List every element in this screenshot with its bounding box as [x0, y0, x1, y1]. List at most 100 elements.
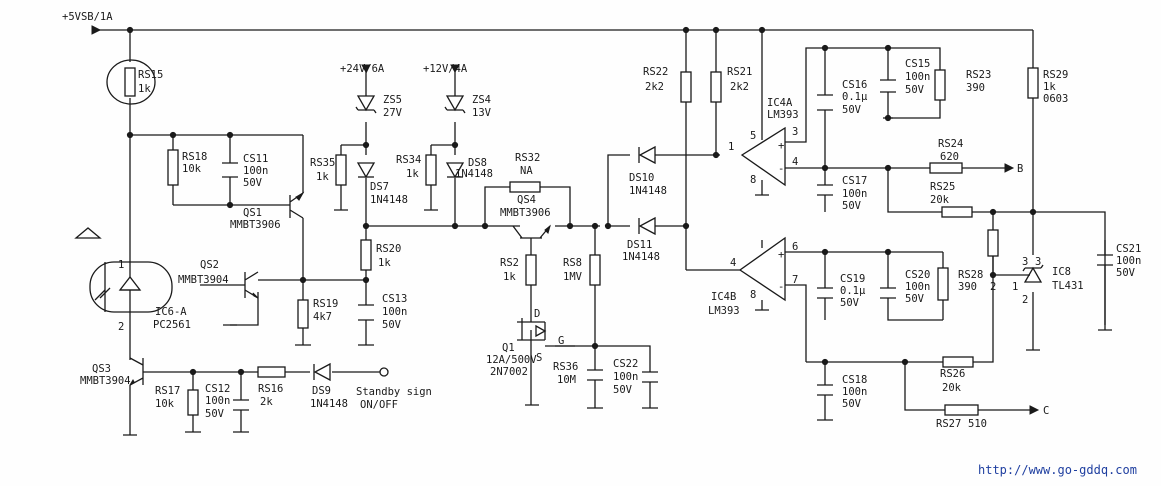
cs16-ref: CS16	[842, 79, 867, 91]
q1-drain-letter: D	[534, 308, 540, 320]
rs8-value: 1MV	[563, 271, 583, 283]
zs4-value: 13V	[472, 107, 492, 119]
cs16-value: 0.1μ	[842, 91, 868, 103]
qs3-ref: QS3	[92, 363, 111, 375]
rs28-ref: RS28	[958, 269, 983, 281]
standby-onoff-label: ON/OFF	[360, 399, 398, 411]
zs5-ref: ZS5	[383, 94, 402, 106]
pin-number: 6	[792, 241, 798, 253]
rs15-highlight-circle	[106, 59, 156, 105]
pin-number: 3	[1035, 256, 1041, 268]
wires	[92, 29, 1106, 435]
ds10-part: 1N4148	[629, 185, 667, 197]
cs12-rating: 50V	[205, 408, 225, 420]
qs2-ref: QS2	[200, 259, 219, 271]
rs29-package: 0603	[1043, 93, 1068, 105]
ic6-a-part: PC2561	[153, 319, 191, 331]
rs8-ref: RS8	[563, 257, 582, 269]
pin-number: 7	[792, 274, 798, 286]
cs13-rating: 50V	[382, 319, 402, 331]
cs22-ref: CS22	[613, 358, 638, 370]
ds8-part: 1N4148	[455, 168, 493, 180]
ds11-ref: DS11	[627, 239, 652, 251]
svg-text:+: +	[778, 140, 784, 152]
pin-number: 4	[730, 257, 736, 269]
cs18-value: 100n	[842, 386, 867, 398]
cs17-ref: CS17	[842, 175, 867, 187]
pin-number: 1	[118, 259, 124, 271]
q1-source-letter: S	[536, 352, 542, 364]
zs4-ref: ZS4	[472, 94, 491, 106]
pin-number: 2	[1022, 294, 1028, 306]
rs19-value: 4k7	[313, 311, 332, 323]
cs20-rating: 50V	[905, 293, 925, 305]
ds7-ref: DS7	[370, 181, 389, 193]
svg-text:-: -	[778, 281, 784, 293]
signal-b: B	[1017, 163, 1023, 175]
rail-label-5vsb: +5VSB/1A	[62, 11, 113, 23]
cs19-ref: CS19	[840, 273, 865, 285]
cs21-value: 100n	[1116, 255, 1141, 267]
rs21-ref: RS21	[727, 66, 752, 78]
cs21-ref: CS21	[1116, 243, 1141, 255]
zs5-value: 27V	[383, 107, 403, 119]
rs36-ref: RS36	[553, 361, 578, 373]
qs4-ref: QS4	[517, 194, 536, 206]
opamps: + - + -	[738, 126, 786, 302]
svg-text:-: -	[778, 163, 784, 175]
rs34-ref: RS34	[396, 154, 421, 166]
cs11-ref: CS11	[243, 153, 268, 165]
rs26-value: 20k	[942, 382, 962, 394]
ds8-ref: DS8	[468, 157, 487, 169]
rs28-value: 390	[958, 281, 977, 293]
pin-number: 2	[990, 281, 996, 293]
pin-number: 5	[750, 130, 756, 142]
cs16-rating: 50V	[842, 104, 862, 116]
q1-part: 12A/500V	[486, 354, 537, 366]
qs2-part: MMBT3904	[178, 274, 229, 286]
ic8-ref: IC8	[1052, 266, 1071, 278]
cs11-rating: 50V	[243, 177, 263, 189]
rs17-ref: RS17	[155, 385, 180, 397]
qs3-part: MMBT3904	[80, 375, 131, 387]
pin-number: 2	[118, 321, 124, 333]
rs23-ref: RS23	[966, 69, 991, 81]
rail-label-24v: +24V/6A	[340, 63, 385, 75]
junction-dots	[126, 26, 1037, 376]
rs19-ref: RS19	[313, 298, 338, 310]
cs11-value: 100n	[243, 165, 268, 177]
cs17-rating: 50V	[842, 200, 862, 212]
cs12-value: 100n	[205, 395, 230, 407]
cs20-value: 100n	[905, 281, 930, 293]
cs18-rating: 50V	[842, 398, 862, 410]
rs2-value: 1k	[503, 271, 516, 283]
ic8-part: TL431	[1052, 280, 1084, 292]
rs27-ref: RS27	[936, 418, 961, 430]
ds9-ref: DS9	[312, 385, 331, 397]
rs18-ref: RS18	[182, 151, 207, 163]
capacitor-plates	[222, 79, 1113, 411]
rs16-ref: RS16	[258, 383, 283, 395]
cs13-ref: CS13	[382, 293, 407, 305]
rs18-value: 10k	[182, 163, 202, 175]
pin-number: 4	[792, 156, 798, 168]
ds11-part: 1N4148	[622, 251, 660, 263]
rs24-value: 620	[940, 151, 959, 163]
cs15-rating: 50V	[905, 84, 925, 96]
rs32-value: NA	[520, 165, 533, 177]
rs22-value: 2k2	[645, 81, 664, 93]
qs4-part: MMBT3906	[500, 207, 551, 219]
rs20-ref: RS20	[376, 243, 401, 255]
rs24-ref: RS24	[938, 138, 963, 150]
rs2-ref: RS2	[500, 257, 519, 269]
transistors	[129, 191, 551, 386]
rs35-ref: RS35	[310, 157, 335, 169]
standby-sign-label: Standby sign	[356, 386, 432, 398]
qs1-part: MMBT3906	[230, 219, 281, 231]
pin-number: 1	[728, 141, 734, 153]
component-labels: +5VSB/1A+24V/6A+12V/4ARS151kRS1810kCS111…	[62, 11, 1141, 477]
ds10-ref: DS10	[629, 172, 654, 184]
ic4b-part: LM393	[708, 305, 740, 317]
cs20-ref: CS20	[905, 269, 930, 281]
